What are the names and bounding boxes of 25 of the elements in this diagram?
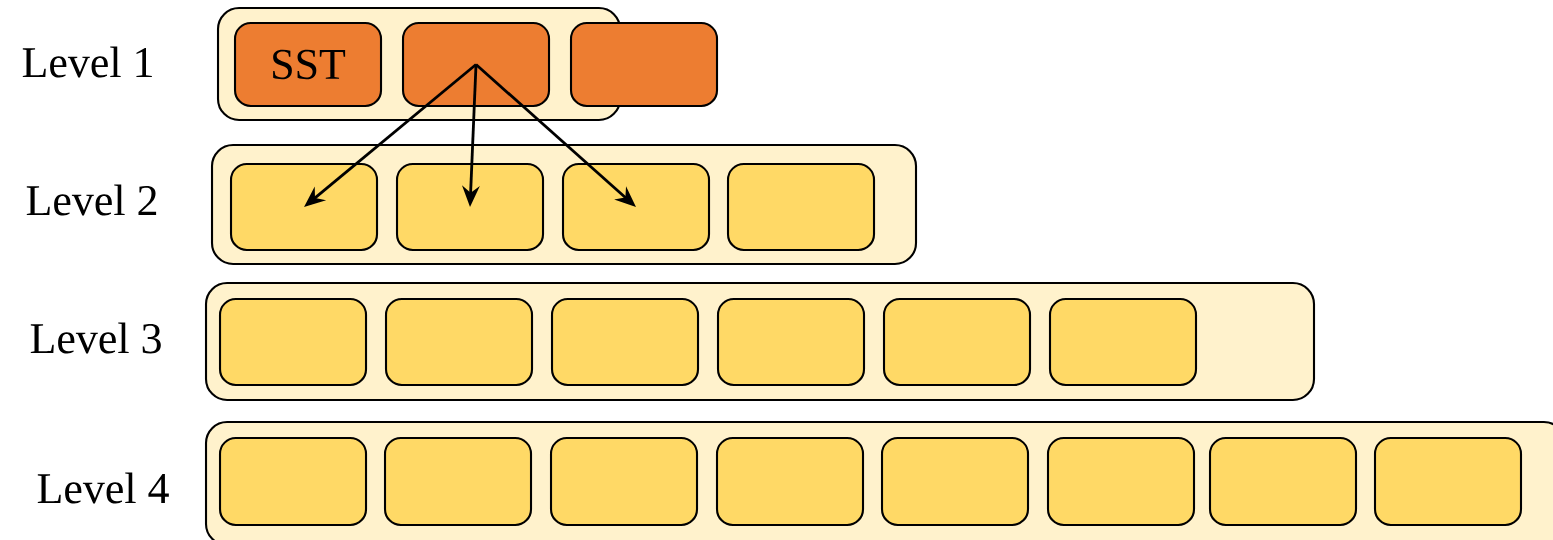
block <box>395 162 545 252</box>
block <box>229 162 379 252</box>
block <box>384 297 534 387</box>
block <box>1208 436 1358 527</box>
block <box>1373 436 1523 527</box>
block <box>218 436 368 527</box>
block <box>726 162 876 252</box>
block <box>716 297 866 387</box>
block <box>715 436 865 527</box>
block <box>561 162 711 252</box>
block <box>549 436 699 527</box>
block <box>218 297 368 387</box>
level-label: Level 1 <box>22 46 152 78</box>
block <box>1048 297 1198 387</box>
block <box>401 21 551 108</box>
block <box>569 21 719 108</box>
block <box>882 297 1032 387</box>
block <box>880 436 1030 527</box>
level-label: Level 2 <box>26 184 157 216</box>
block <box>550 297 700 387</box>
level-label: Level 3 <box>30 322 161 354</box>
block <box>383 436 533 527</box>
level-label: Level 4 <box>37 472 169 504</box>
text-block: SST <box>233 21 383 108</box>
block <box>1046 436 1196 527</box>
